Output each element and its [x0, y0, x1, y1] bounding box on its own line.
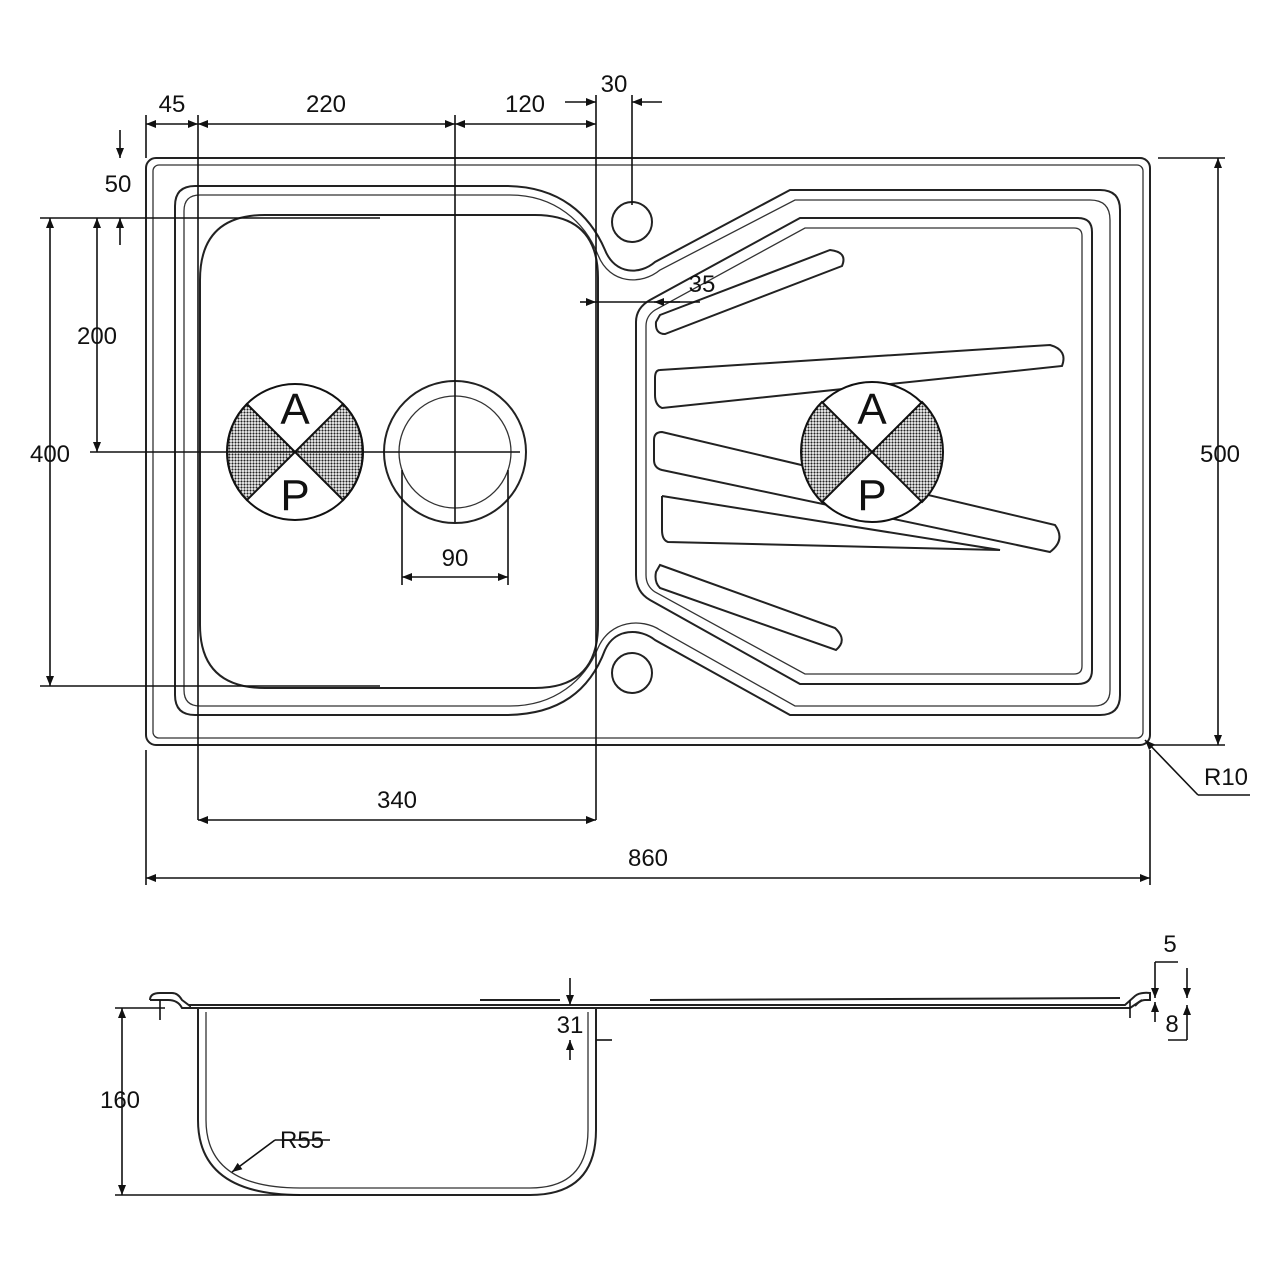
section-rim: [149, 991, 1151, 1008]
dim-90: 90: [442, 545, 469, 572]
drainer-outline: [635, 217, 1093, 685]
dim-200: 200: [77, 323, 117, 350]
section-view: 160 R55 31 5 8: [100, 931, 1191, 1196]
tap-hole-top: [611, 201, 653, 243]
dim-8: 8: [1165, 1011, 1178, 1038]
section-drainer: [480, 997, 1121, 1001]
flange-outline: [174, 185, 1121, 716]
section-bowl: [197, 1008, 597, 1196]
dim-r55: R55: [280, 1127, 324, 1154]
drainer-ribs: [653, 248, 1065, 652]
dim-220: 220: [306, 91, 346, 118]
dim-5: 5: [1163, 931, 1176, 958]
dim-860: 860: [628, 845, 668, 872]
dim-500: 500: [1200, 441, 1240, 468]
bowl: [199, 214, 599, 689]
ap-symbol-right: A P: [799, 381, 945, 523]
drainer-inner: [645, 227, 1083, 675]
ap-label-p: P: [857, 471, 886, 520]
ap-label-a: A: [280, 385, 310, 434]
flange-inner: [183, 194, 1111, 707]
dim-120: 120: [505, 91, 545, 118]
dim-50: 50: [105, 171, 132, 198]
dim-35: 35: [689, 271, 716, 298]
ap-label-p: P: [280, 471, 309, 520]
tap-hole-bottom: [611, 652, 653, 694]
section-rim-inner: [150, 999, 1143, 1009]
dim-r10: R10: [1204, 764, 1248, 791]
dim-160: 160: [100, 1087, 140, 1114]
dim-30: 30: [601, 71, 628, 98]
dim-340: 340: [377, 787, 417, 814]
dim-45: 45: [159, 91, 186, 118]
dim-400: 400: [30, 441, 70, 468]
plan-dimensions: 45 220 120 30 50 200 400 35 90 340 860 5…: [30, 71, 1250, 885]
ap-label-a: A: [857, 385, 887, 434]
dim-31: 31: [557, 1012, 584, 1039]
section-bowl-inner: [205, 1012, 589, 1189]
